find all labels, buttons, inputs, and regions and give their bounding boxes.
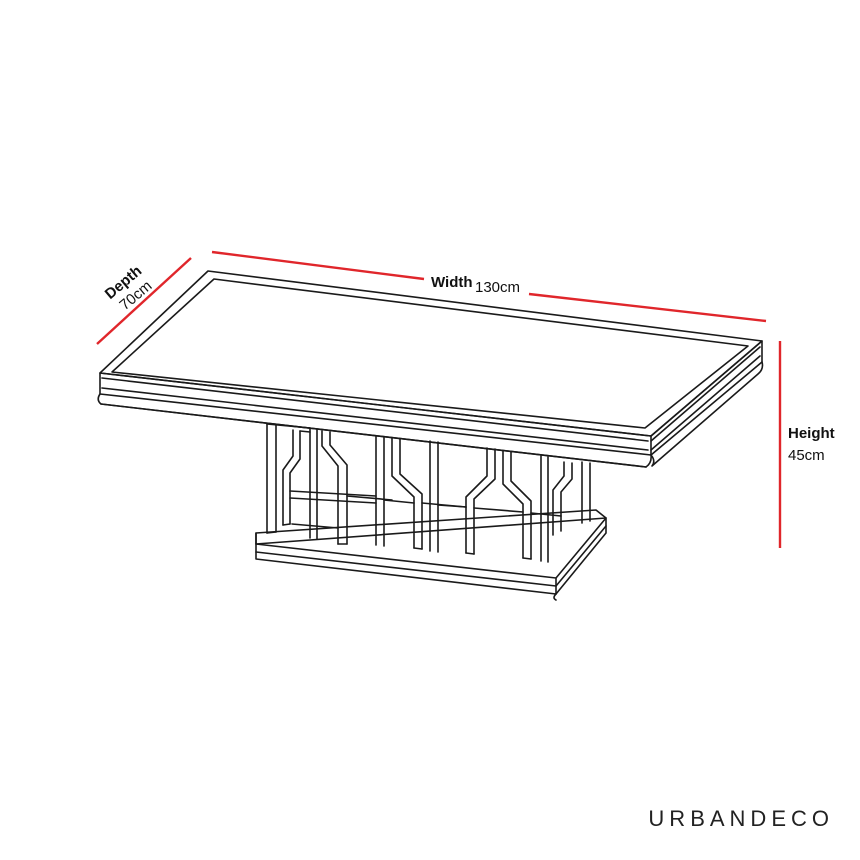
pedestal-geometric-panels	[309, 427, 549, 563]
tabletop-inset	[111, 278, 749, 429]
width-dimension-line-right	[528, 292, 767, 323]
width-dimension-line-left	[211, 250, 425, 281]
brand-logo: URBANDECO	[648, 806, 834, 831]
width-label: Width	[431, 274, 473, 291]
dimension-lines	[96, 250, 782, 548]
tabletop-side-edge	[650, 340, 763, 456]
base-plinth	[255, 509, 607, 601]
height-label: Height	[788, 425, 835, 442]
width-value: 130cm	[475, 279, 520, 296]
tabletop	[97, 270, 764, 468]
pedestal-rails	[289, 490, 562, 529]
pedestal-frames	[266, 423, 591, 536]
height-value: 45cm	[788, 447, 825, 464]
depth-dimension-line	[96, 257, 192, 345]
coffee-table-drawing	[97, 270, 764, 601]
depth-label-group: Depth 70cm	[102, 262, 156, 314]
